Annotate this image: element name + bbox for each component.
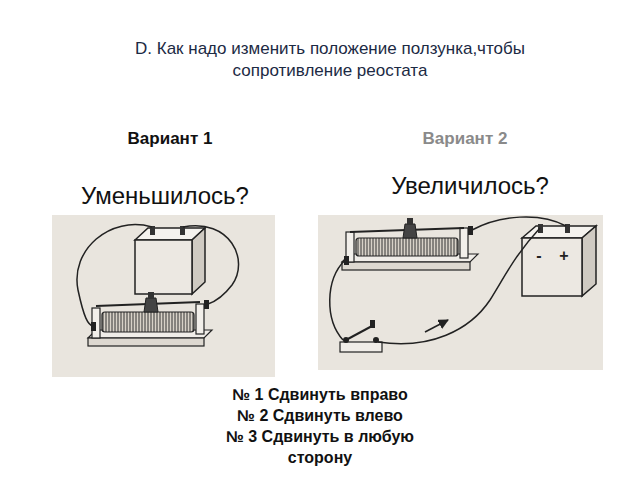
wire — [378, 228, 540, 344]
wire — [183, 226, 239, 304]
answer-option: № 2 Сдвинуть влево — [170, 405, 470, 426]
battery-sign: - — [530, 245, 548, 266]
battery-sign: + — [555, 245, 573, 266]
circuit-photo-2 — [318, 215, 603, 370]
photo-ground — [52, 215, 275, 377]
variant-heading: Вариант 1 — [80, 128, 260, 150]
variant-heading: Вариант 2 — [375, 128, 555, 150]
switch — [340, 320, 382, 352]
slide-title: D. Как надо изменить положение ползунка,… — [120, 38, 540, 82]
wire — [330, 260, 345, 340]
question: Уменьшилось? — [40, 180, 290, 211]
answer-option: № 3 Сдвинуть в любую сторону — [195, 426, 445, 468]
photo-ground — [318, 215, 603, 370]
answer-option: № 1 Сдвинуть вправо — [170, 384, 470, 405]
wire — [472, 217, 566, 230]
current-arrow — [425, 320, 448, 332]
rheostat — [342, 218, 478, 270]
rheostat — [88, 292, 212, 346]
wire — [77, 225, 152, 326]
question: Увеличилось? — [345, 170, 595, 201]
circuit-photo-1 — [52, 215, 275, 377]
battery — [135, 226, 205, 294]
